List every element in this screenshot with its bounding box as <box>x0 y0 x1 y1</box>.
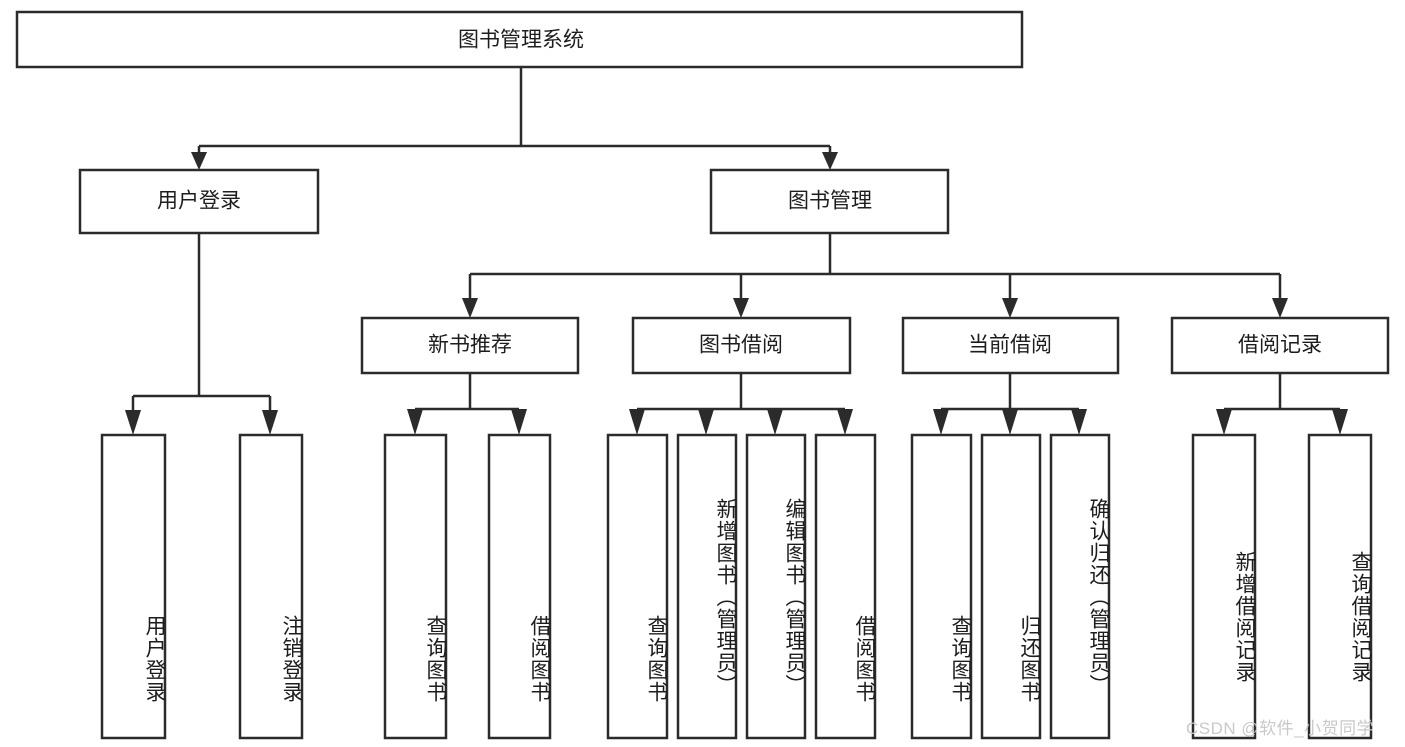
node-box-leaf-edit-book[interactable] <box>745 433 807 740</box>
node-box-borrow-record[interactable] <box>1170 316 1390 375</box>
arrow-head-leaf-query-book-2 <box>629 409 645 435</box>
node-box-root[interactable] <box>15 10 1024 69</box>
node-book-borrow[interactable]: 图书借阅 <box>631 316 852 375</box>
arrow-head-leaf-borrow-book-2 <box>837 409 853 435</box>
arrow-head-book-management <box>822 152 838 170</box>
node-label-user-login: 用户登录 <box>157 190 241 213</box>
arrow-head-leaf-user-login <box>125 410 141 435</box>
node-box-book-borrow[interactable] <box>631 316 852 375</box>
node-label-new-book-recommend: 新书推荐 <box>428 334 512 357</box>
arrow-head-leaf-borrow-book-1 <box>511 409 527 435</box>
arrow-head-leaf-add-book <box>698 409 714 435</box>
node-box-leaf-add-record[interactable] <box>1191 433 1257 740</box>
arrow-head-current-borrow <box>1002 298 1018 318</box>
node-box-leaf-confirm-return[interactable] <box>1049 433 1111 740</box>
node-box-leaf-logout[interactable] <box>238 433 304 740</box>
node-new-book-recommend[interactable]: 新书推荐 <box>360 316 580 375</box>
arrow-head-leaf-query-book-1 <box>407 409 423 435</box>
node-box-leaf-add-book[interactable] <box>676 433 738 740</box>
watermark-text: CSDN @软件_小贺同学 <box>1186 719 1375 738</box>
arrow-head-new-book-recommend <box>462 298 478 318</box>
arrow-head-leaf-add-record <box>1216 409 1232 435</box>
node-box-leaf-borrow-book-2[interactable] <box>814 433 877 740</box>
node-book-management[interactable]: 图书管理 <box>709 168 950 235</box>
node-box-new-book-recommend[interactable] <box>360 316 580 375</box>
node-box-leaf-query-record[interactable] <box>1307 433 1373 740</box>
node-current-borrow[interactable]: 当前借阅 <box>901 316 1120 375</box>
node-box-current-borrow[interactable] <box>901 316 1120 375</box>
node-borrow-record[interactable]: 借阅记录 <box>1170 316 1390 375</box>
arrow-head-book-borrow <box>733 298 749 318</box>
node-box-leaf-user-login[interactable] <box>100 433 167 740</box>
node-label-book-management: 图书管理 <box>788 190 872 213</box>
node-box-leaf-query-book-1[interactable] <box>383 433 448 740</box>
arrow-head-leaf-logout <box>262 410 278 435</box>
connector-borrow-record-to-leaves <box>1216 373 1348 435</box>
node-label-root: 图书管理系统 <box>458 29 584 52</box>
node-box-book-management[interactable] <box>709 168 950 235</box>
arrow-head-leaf-query-book-3 <box>933 409 949 435</box>
arrow-head-leaf-confirm-return <box>1071 409 1087 435</box>
node-label-borrow-record: 借阅记录 <box>1238 334 1322 357</box>
connector-current-borrow-to-leaves <box>933 373 1087 435</box>
connector-book-management-to-level3 <box>462 233 1288 318</box>
node-user-login[interactable]: 用户登录 <box>78 168 320 235</box>
node-box-leaf-query-book-3[interactable] <box>910 433 973 740</box>
node-label-current-borrow: 当前借阅 <box>968 334 1052 357</box>
arrow-head-leaf-query-record <box>1332 409 1348 435</box>
node-root-book-management-system[interactable]: 图书管理系统 <box>15 10 1024 69</box>
connector-book-borrow-to-leaves <box>629 373 853 435</box>
arrow-head-user-login <box>191 152 207 170</box>
node-box-leaf-borrow-book-1[interactable] <box>487 433 552 740</box>
node-box-user-login[interactable] <box>78 168 320 235</box>
arrow-head-leaf-edit-book <box>767 409 783 435</box>
arrow-head-borrow-record <box>1272 298 1288 318</box>
node-label-book-borrow: 图书借阅 <box>699 334 783 357</box>
connector-root-to-level2 <box>191 67 838 170</box>
node-box-leaf-query-book-2[interactable] <box>606 433 669 740</box>
node-box-leaf-return-book[interactable] <box>980 433 1042 740</box>
arrow-head-leaf-return-book <box>1002 409 1018 435</box>
connector-user-login-to-leaves <box>125 233 278 435</box>
connector-new-book-to-leaves <box>407 373 527 435</box>
